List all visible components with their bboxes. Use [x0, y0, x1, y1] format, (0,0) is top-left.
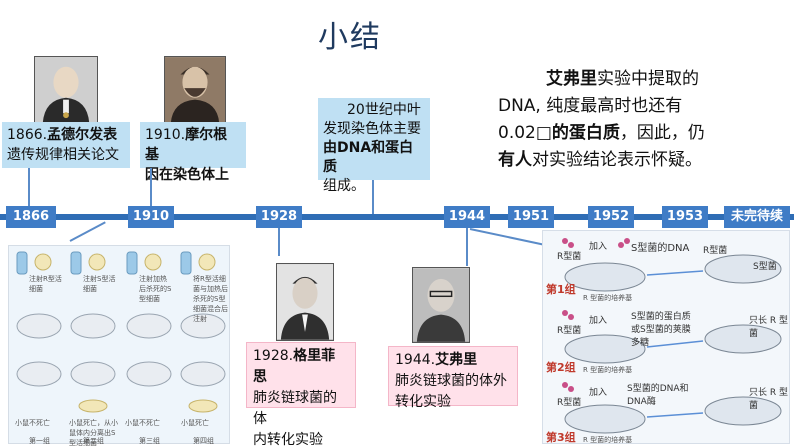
event-1910-name: 摩尔根基 [145, 127, 228, 163]
event-1866-year: 1866. [7, 127, 48, 143]
exp-result1-2: 只长 R 型菌 [749, 316, 788, 339]
event-1866-name: 孟德尔发表 [47, 127, 118, 143]
mice-group-1: 第一组 [29, 437, 50, 445]
mice-label-2: 注射S型活细菌 [83, 275, 116, 293]
event-1944-rest2: 转化实验 [395, 394, 451, 410]
timeline-year-1944: 1944 [444, 206, 490, 228]
note-line4-bold: 有人 [498, 150, 532, 170]
portrait-morgan [164, 56, 226, 124]
portrait-morgan-image [165, 57, 225, 123]
event-1866-box: 1866.孟德尔发表 遗传规律相关论文 [2, 122, 130, 168]
exp-substance-2: S型菌的蛋白质或S型菌的荚膜多糖 [631, 312, 691, 348]
mice-outcome-4: 小鼠死亡 [181, 419, 209, 427]
leader-1944-panel [469, 228, 543, 246]
note-line2: DNA, 纯度最高时也还有 [498, 96, 683, 116]
mice-label-4: 将R型活细菌与加热后杀死的S型细菌混合后注射 [193, 275, 228, 323]
mice-label-3: 注射加热后杀死的S型细菌 [139, 275, 172, 303]
event-1944-rest1: 肺炎链球菌的体外 [395, 373, 507, 389]
timeline-year-tbc: 未完待续 [724, 206, 790, 228]
event-1928-rest2: 内转化实验 [253, 432, 323, 447]
event-1928-year: 1928. [253, 348, 294, 364]
exp-result1-1: R型菌 [703, 246, 728, 256]
avery-experiment-panel: R型菌 加入 S型菌的DNA R型菌 S型菌 第1组 R 型菌的培养基 R型菌 … [542, 230, 790, 444]
portrait-griffith-image [277, 264, 333, 340]
event-20c-line1: 20世纪中叶 [347, 102, 421, 118]
exp-group-1: 第1组 [546, 283, 576, 296]
timeline-year-1952: 1952 [588, 206, 634, 228]
note-line3-rest: ，因此，仍 [619, 123, 705, 143]
mice-outcome-2: 小鼠死亡，从小鼠体内分离出S型活细菌 [69, 419, 118, 447]
exp-add-1: 加入 [589, 242, 608, 252]
griffith-mice-panel: 注射R型活细菌 注射S型活细菌 注射加热后杀死的S型细菌 将R型活细菌与加热后杀… [8, 245, 230, 447]
portrait-avery [412, 267, 470, 343]
event-1910-year: 1910. [145, 127, 186, 143]
timeline-year-1928: 1928 [256, 206, 302, 228]
connector-20c [372, 180, 374, 214]
exp-r-label-2: R型菌 [557, 326, 582, 336]
portrait-mendel [34, 56, 98, 124]
event-1944-box: 1944.艾弗里 肺炎链球菌的体外 转化实验 [388, 346, 518, 410]
event-1928-name: 格里菲思 [253, 348, 336, 385]
event-1910-rest: 因在染色体上 [145, 167, 229, 183]
connector-1928 [278, 228, 280, 256]
event-1866-rest: 遗传规律相关论文 [7, 147, 119, 163]
connector-1866 [28, 168, 30, 206]
mice-outcome-1: 小鼠不死亡 [15, 419, 50, 427]
event-20c-line2: 发现染色体主要 [323, 121, 421, 137]
exp-group-2: 第2组 [546, 361, 576, 374]
connector-1944 [466, 228, 468, 266]
mice-group-3: 第三组 [139, 437, 160, 445]
exp-r-label-1: R型菌 [557, 252, 582, 262]
exp-medium-3: R 型菌的培养基 [583, 436, 633, 444]
event-20c-box: 20世纪中叶 发现染色体主要 由DNA和蛋白质 组成。 [318, 98, 430, 194]
event-20c-line4: 组成。 [323, 178, 365, 194]
note-line3-bold: □的蛋白质 [535, 123, 620, 143]
event-1928-box: 1928.格里菲思 肺炎链球菌的体 内转化实验 [246, 342, 356, 447]
leader-1866-panel [69, 221, 106, 242]
note-line4-rest: 对实验结论表示怀疑。 [532, 150, 702, 170]
event-1944-year: 1944. [395, 352, 436, 368]
note-text: 艾弗里实验中提取的 DNA, 纯度最高时也还有 0.02□的蛋白质，因此，仍 有… [498, 66, 758, 174]
mice-illustration [16, 251, 226, 413]
connector-1910 [150, 168, 152, 206]
exp-group-3: 第3组 [546, 431, 576, 444]
portrait-avery-image [413, 268, 469, 342]
exp-substance-3: S型菌的DNA和DNA酶 [627, 384, 689, 407]
timeline-year-1951: 1951 [508, 206, 554, 228]
event-1944-name: 艾弗里 [435, 352, 478, 368]
mice-label-1: 注射R型活细菌 [29, 275, 62, 293]
exp-result2-1: S型菌 [753, 262, 777, 272]
page-title: 小结 [318, 20, 382, 55]
mice-outcome-3: 小鼠不死亡 [125, 419, 160, 427]
portrait-griffith [276, 263, 334, 341]
exp-add-2: 加入 [589, 316, 608, 326]
timeline-axis [0, 214, 794, 220]
exp-medium-1: R 型菌的培养基 [583, 294, 633, 302]
note-line1-rest: 实验中提取的 [597, 69, 699, 89]
mice-group-2: 第二组 [83, 437, 104, 445]
exp-r-label-3: R型菌 [557, 398, 582, 408]
portrait-mendel-image [35, 57, 97, 123]
event-20c-line3: 由DNA和蛋白质 [323, 140, 414, 175]
mice-group-4: 第四组 [193, 437, 214, 445]
exp-add-3: 加入 [589, 388, 608, 398]
experiment-illustration [562, 238, 782, 434]
exp-result1-3: 只长 R 型菌 [749, 388, 788, 411]
exp-substance-1: S型菌的DNA [631, 243, 690, 254]
timeline-year-1910: 1910 [128, 206, 174, 228]
exp-medium-2: R 型菌的培养基 [583, 366, 633, 374]
timeline-year-1866: 1866 [6, 206, 56, 228]
note-line1-bold: 艾弗里 [546, 69, 597, 89]
timeline-year-1953: 1953 [662, 206, 708, 228]
event-1910-box: 1910.摩尔根基 因在染色体上 [140, 122, 246, 183]
note-line3-num: 0.02 [498, 123, 536, 143]
event-1928-rest1: 肺炎链球菌的体 [253, 390, 337, 427]
